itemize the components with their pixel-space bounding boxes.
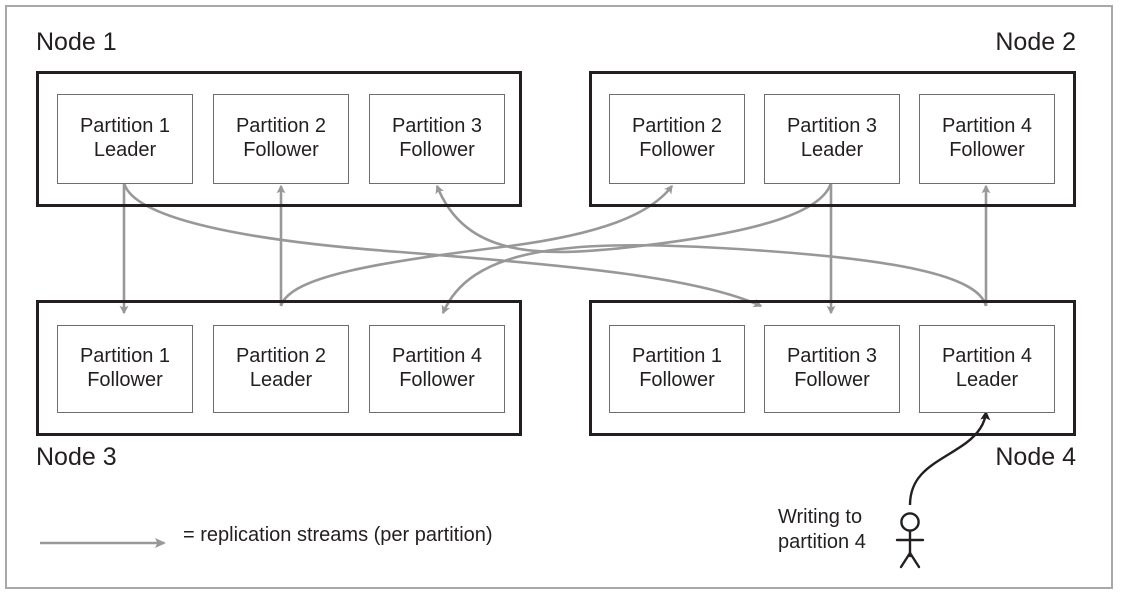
partition-role: Follower (243, 139, 319, 161)
partition-name: Partition 2 (235, 115, 327, 138)
partition-name: Partition 1 (79, 345, 171, 368)
partition-role: Follower (87, 369, 163, 391)
node-label-node4: Node 4 (995, 443, 1076, 471)
partition-role: Leader (93, 139, 157, 161)
partition-box-node3-partition2[interactable]: Partition 2 Leader (213, 325, 349, 413)
partition-role: Follower (639, 369, 715, 391)
partition-name: Partition 2 (235, 345, 327, 368)
partition-role: Follower (949, 139, 1025, 161)
partition-box-node4-partition1[interactable]: Partition 1 Follower (609, 325, 745, 413)
client-write-line2: partition 4 (778, 531, 866, 553)
partition-box-node1-partition2[interactable]: Partition 2 Follower (213, 94, 349, 184)
partition-box-node1-partition1[interactable]: Partition 1 Leader (57, 94, 193, 184)
node-box-node2[interactable] (589, 71, 1076, 207)
partition-name: Partition 3 (786, 345, 878, 368)
partition-role: Leader (249, 369, 313, 391)
partition-box-node3-partition1[interactable]: Partition 1 Follower (57, 325, 193, 413)
partition-role: Follower (639, 139, 715, 161)
node-label-node2: Node 2 (995, 28, 1076, 56)
partition-name: Partition 2 (631, 115, 723, 138)
partition-role: Follower (399, 139, 475, 161)
partition-role: Follower (794, 369, 870, 391)
partition-box-node2-partition3[interactable]: Partition 3 Leader (764, 94, 900, 184)
node-box-node4[interactable] (589, 300, 1076, 436)
client-write-label: Writing to partition 4 (778, 505, 866, 555)
partition-name: Partition 4 (391, 345, 483, 368)
partition-box-node4-partition4[interactable]: Partition 4 Leader (919, 325, 1055, 413)
partition-name: Partition 3 (786, 115, 878, 138)
partition-name: Partition 4 (941, 115, 1033, 138)
partition-name: Partition 1 (79, 115, 171, 138)
partition-box-node2-partition4[interactable]: Partition 4 Follower (919, 94, 1055, 184)
partition-role: Leader (955, 369, 1019, 391)
node-box-node1[interactable] (36, 71, 522, 207)
partition-box-node4-partition3[interactable]: Partition 3 Follower (764, 325, 900, 413)
node-box-node3[interactable] (36, 300, 522, 436)
node-label-node1: Node 1 (36, 28, 117, 56)
partition-box-node2-partition2[interactable]: Partition 2 Follower (609, 94, 745, 184)
client-write-line1: Writing to (778, 506, 863, 528)
partition-role: Follower (399, 369, 475, 391)
partition-box-node1-partition3[interactable]: Partition 3 Follower (369, 94, 505, 184)
partition-name: Partition 4 (941, 345, 1033, 368)
legend-label: = replication streams (per partition) (183, 524, 493, 546)
partition-name: Partition 3 (391, 115, 483, 138)
node-label-node3: Node 3 (36, 443, 117, 471)
partition-role: Leader (800, 139, 864, 161)
partition-box-node3-partition4[interactable]: Partition 4 Follower (369, 325, 505, 413)
partition-name: Partition 1 (631, 345, 723, 368)
